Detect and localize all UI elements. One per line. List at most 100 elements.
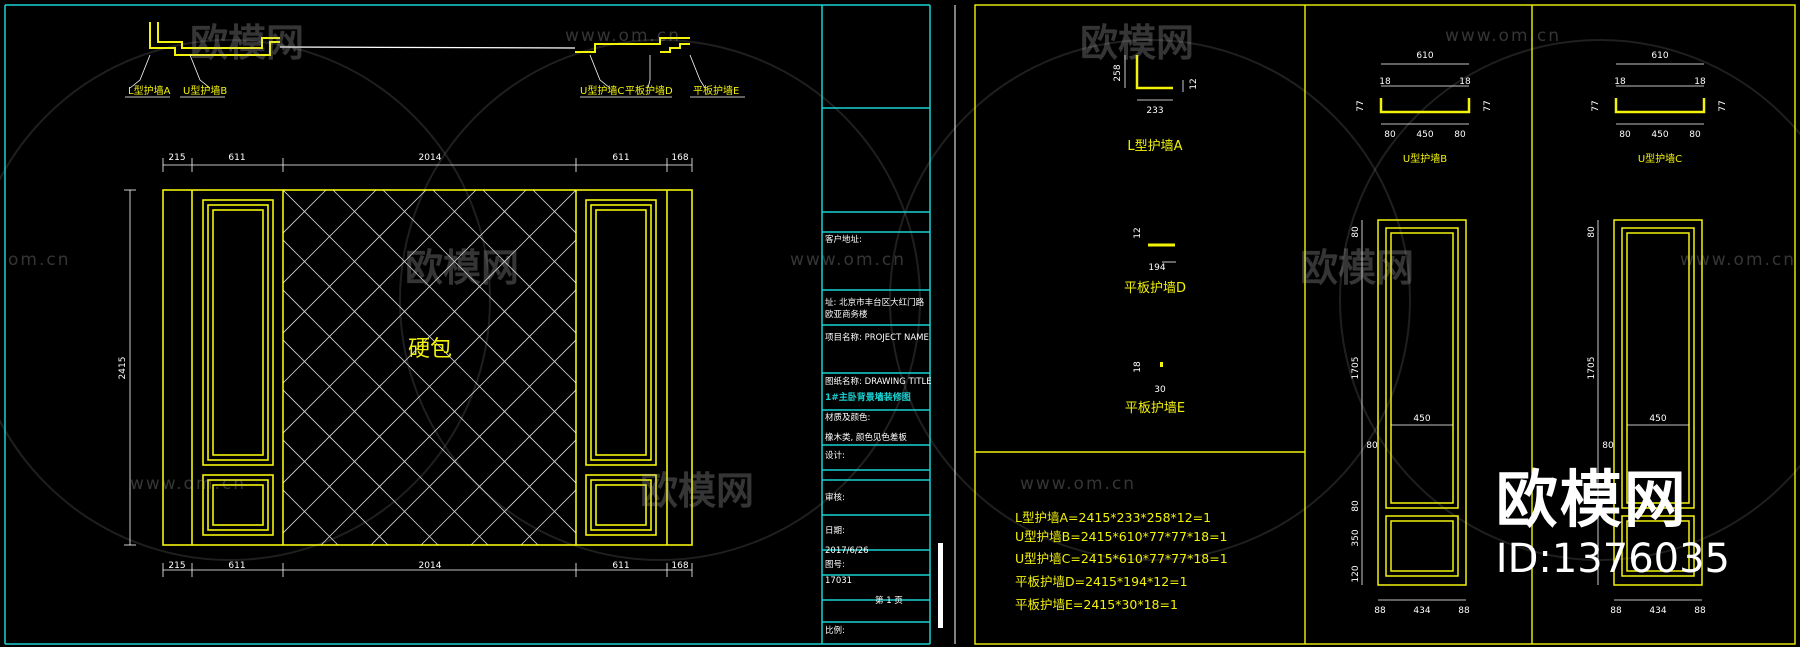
- profile-plan: [149, 22, 690, 56]
- ec-mid: 1705: [1587, 357, 1597, 380]
- watermark-url-7: www.om.cn: [1020, 474, 1137, 494]
- schedule-4: 平板护墙E=2415*30*18=1: [1015, 597, 1178, 612]
- watermark-brand-4: 欧模网: [1300, 246, 1415, 290]
- watermark-url-3: om.cn: [8, 250, 71, 270]
- pd-t: 12: [1133, 227, 1143, 238]
- watermark-brand-5: 欧模网: [640, 469, 755, 513]
- eb-inner: 450: [1413, 414, 1430, 424]
- la-w: 233: [1146, 106, 1163, 116]
- center-label: 硬包: [408, 337, 452, 362]
- dim-top-1: 611: [228, 153, 245, 163]
- dim-top-3: 611: [612, 153, 629, 163]
- ec-b1: 88: [1610, 606, 1622, 616]
- dim-top-4: 168: [671, 153, 688, 163]
- tb-designer: 设计:: [825, 450, 845, 461]
- pd-label: 平板护墙D: [1124, 281, 1186, 296]
- watermark-url-4: www.om.cn: [790, 250, 907, 270]
- pe-t: 18: [1133, 361, 1143, 373]
- brand-badge: 欧模网 ID:1376035: [1496, 465, 1730, 583]
- eb-v3: 120: [1351, 565, 1361, 582]
- schedule-1: U型护墙B=2415*610*77*77*18=1: [1015, 529, 1228, 544]
- tb-date: 2017/6/26: [825, 546, 869, 556]
- tb-material-label: 材质及颜色:: [825, 412, 870, 423]
- ec-side: 80: [1602, 441, 1614, 451]
- eb-b3: 88: [1458, 606, 1470, 616]
- eb-b2: 434: [1413, 606, 1430, 616]
- dim-top-2: 2014: [419, 153, 442, 163]
- dim-bot-0: 215: [168, 561, 185, 571]
- ub-label: U型护墙B: [1403, 152, 1447, 165]
- eb-b1: 88: [1374, 606, 1386, 616]
- ub-s3: 80: [1454, 130, 1466, 140]
- tb-number-label: 图号:: [825, 560, 845, 570]
- schedule-2: U型护墙C=2415*610*77*77*18=1: [1015, 551, 1228, 566]
- tb-drawing-name: 1#主卧背景墙装修图: [825, 391, 911, 403]
- uc-s3: 80: [1689, 130, 1701, 140]
- uc-b: 18: [1694, 77, 1706, 87]
- eb-mid: 1705: [1351, 357, 1361, 380]
- profile-label-a: L型护墙A: [128, 84, 171, 97]
- watermark-brand-1: 欧模网: [190, 21, 305, 65]
- ub-h1: 77: [1356, 100, 1366, 111]
- la-label: L型护墙A: [1127, 139, 1182, 154]
- uc-h2: 77: [1718, 100, 1728, 111]
- dim-bot-3: 611: [612, 561, 629, 571]
- uc-h1: 77: [1591, 100, 1601, 111]
- dim-height: 2415: [118, 357, 128, 380]
- right-sheet: 258 233 12 12 194 18 30 L型护墙A 平板护墙D 平板护墙…: [974, 4, 1796, 645]
- tb-number: 17031: [825, 576, 852, 586]
- tb-customer: 客户地址:: [825, 234, 862, 245]
- soft-pack-pattern: [283, 190, 576, 545]
- profile-label-b: U型护墙B: [183, 84, 227, 97]
- schedule-3: 平板护墙D=2415*194*12=1: [1015, 574, 1188, 589]
- dim-bot-4: 168: [671, 561, 688, 571]
- right-frames: [974, 4, 1796, 645]
- uc-s2: 450: [1651, 130, 1668, 140]
- watermark-url-2: www.om.cn: [1445, 26, 1562, 46]
- ub-h2: 77: [1483, 100, 1493, 111]
- dim-top-0: 215: [168, 153, 185, 163]
- watermark-url-6: www.om.cn: [130, 474, 247, 494]
- ec-b2: 434: [1649, 606, 1666, 616]
- scrollbar-thumb[interactable]: [938, 543, 943, 628]
- ec-b3: 88: [1694, 606, 1706, 616]
- pe-w: 30: [1154, 385, 1166, 395]
- uc-w: 610: [1651, 51, 1668, 61]
- watermark-brand-2: 欧模网: [1080, 21, 1195, 65]
- profile-label-e: 平板护墙E: [693, 84, 739, 97]
- title-block: [821, 5, 930, 644]
- left-sheet: 客户地址: 址: 北京市丰台区大红门路 欧亚商务楼 项目名称: PROJECT …: [4, 4, 932, 645]
- eb-top: 80: [1351, 226, 1361, 238]
- profile-label-d: 平板护墙D: [625, 84, 673, 97]
- eb-side: 80: [1366, 441, 1378, 451]
- schedule-0: L型护墙A=2415*233*258*12=1: [1015, 510, 1211, 525]
- watermark-circles: [0, 39, 1800, 561]
- tb-address: 址: 北京市丰台区大红门路: [825, 297, 925, 308]
- brand-id: ID:1376035: [1495, 536, 1730, 582]
- ub-s1: 80: [1384, 130, 1396, 140]
- eb-v2: 350: [1351, 529, 1361, 546]
- tb-page: 第 1 页: [875, 595, 903, 606]
- pd-w: 194: [1148, 263, 1165, 273]
- uc-a: 18: [1614, 77, 1626, 87]
- dim-bot-2: 2014: [419, 561, 442, 571]
- panel-elevations: [1377, 219, 1703, 586]
- tb-address2: 欧亚商务楼: [825, 309, 868, 320]
- tb-drawing: 图纸名称: DRAWING TITLE: [825, 376, 932, 387]
- brand-name: 欧模网: [1495, 463, 1688, 536]
- watermark-url-1: www.om.cn: [565, 26, 682, 46]
- uc-label: U型护墙C: [1638, 152, 1682, 165]
- watermark-url-5: www.om.cn: [1680, 250, 1797, 270]
- dim-bot-1: 611: [228, 561, 245, 571]
- ec-top: 80: [1587, 226, 1597, 238]
- ub-w: 610: [1416, 51, 1433, 61]
- tb-scale: 比例:: [825, 625, 845, 636]
- tb-review: 审核:: [825, 492, 845, 503]
- elevation: [162, 189, 693, 546]
- watermark-brand-3: 欧模网: [405, 246, 520, 290]
- ub-s2: 450: [1416, 130, 1433, 140]
- uc-s1: 80: [1619, 130, 1631, 140]
- la-t: 12: [1189, 78, 1199, 89]
- tb-date-label: 日期:: [825, 526, 845, 536]
